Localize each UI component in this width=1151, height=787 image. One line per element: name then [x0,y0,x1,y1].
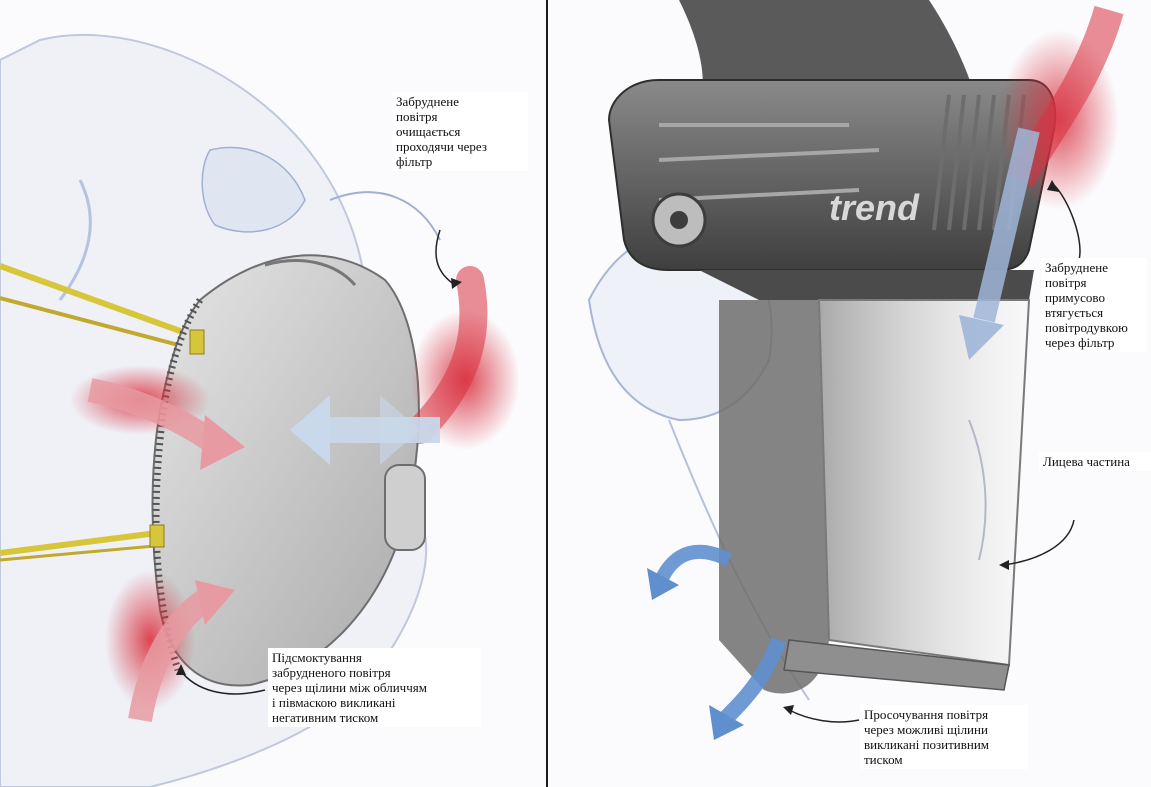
visor-side-frame [719,300,829,693]
label-forced-air: Забруднене повітря примусово втягується … [1041,258,1147,352]
brand-logo: trend [829,187,920,228]
label-face-part: Лицева частина [1039,452,1151,471]
panel-divider [546,0,548,787]
label-leak-inward: Підсмоктування забрудненого повітря чере… [268,648,481,727]
powered-visor-illustration: trend [549,0,1151,787]
upper-strap-clip [190,330,204,354]
lower-strap-clip [150,525,164,547]
visor-face-part [819,300,1029,665]
exhalation-valve [385,465,425,550]
label-leak-outward: Просочування повітря через можливі щілин… [860,705,1028,769]
powered-visor-panel: trend [549,0,1151,787]
adjustment-knob-center [670,211,688,229]
label-filtered-air: Забруднене повітря очищається проходячи … [392,92,528,171]
